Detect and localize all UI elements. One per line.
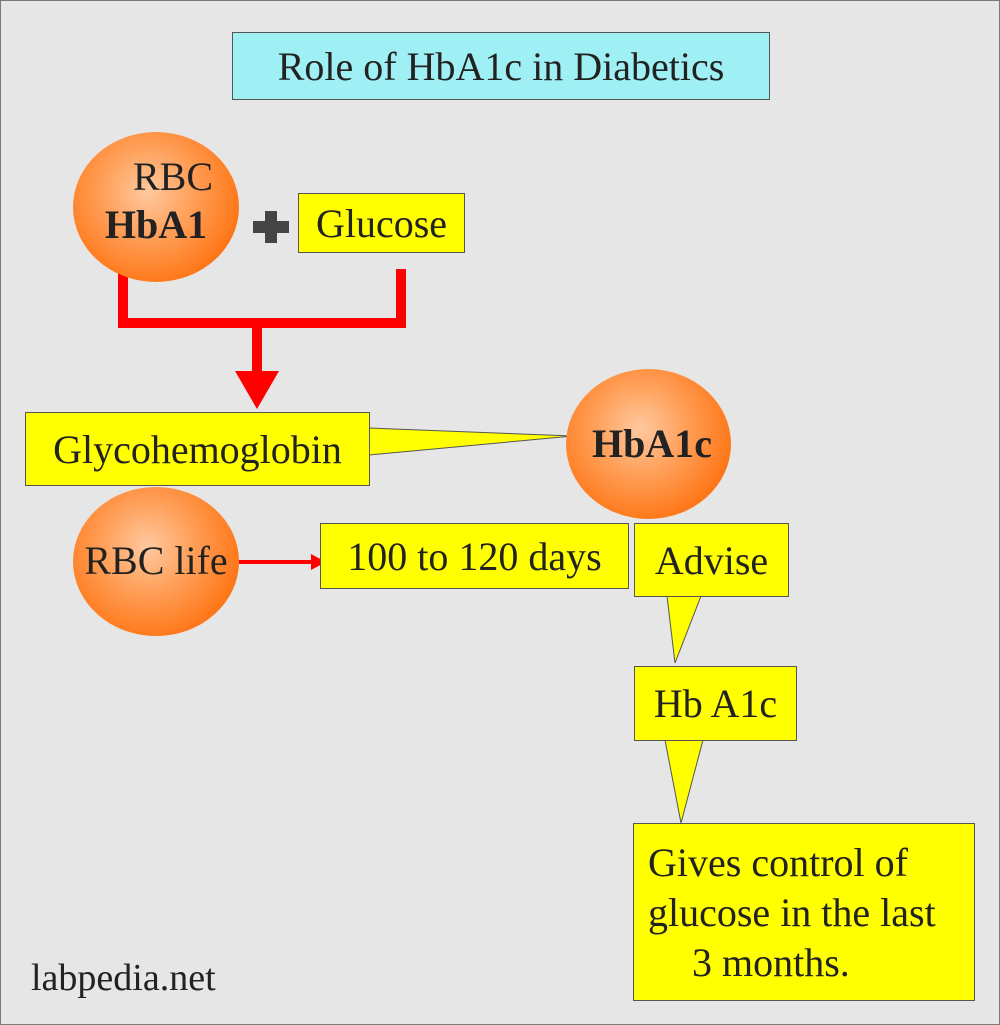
life-arrow-head [311, 554, 326, 570]
life-span-box: 100 to 120 days [320, 523, 629, 589]
glucose-label: Glucose [315, 200, 448, 246]
hb-a1c-box: Hb A1c [634, 666, 797, 741]
hb-a1c-label: Hb A1c [653, 681, 778, 726]
hba1c-circle [566, 369, 731, 519]
hba1c-callout-pointer [664, 739, 704, 824]
advise-label: Advise [654, 537, 769, 583]
hba1-label: HbA1 [104, 202, 208, 247]
advise-box: Advise [634, 523, 789, 597]
glucose-box: Glucose [298, 193, 465, 253]
title-box: Role of HbA1c in Diabetics [232, 32, 770, 100]
result-line-2: glucose in the last [648, 890, 936, 935]
rbc-life-label: RBC life [84, 538, 228, 583]
hba1c-circle-label: HbA1c [592, 421, 712, 466]
merge-arrow-head [235, 371, 279, 409]
advise-callout-pointer [666, 595, 702, 664]
result-line-1: Gives control of [648, 840, 908, 885]
glycohemoglobin-label: Glycohemoglobin [53, 426, 342, 472]
rbc-hba1-circle [73, 132, 239, 282]
rbc-life-circle [73, 487, 239, 636]
watermark: labpedia.net [31, 957, 216, 999]
plus-icon [253, 211, 289, 243]
glycohemoglobin-callout-pointer [368, 427, 574, 456]
rbc-label: RBC [132, 154, 214, 199]
result-box: Gives control of glucose in the last 3 m… [633, 823, 975, 1001]
life-span-label: 100 to 120 days [347, 533, 602, 579]
result-line-3: 3 months. [692, 940, 850, 985]
glycohemoglobin-box: Glycohemoglobin [25, 412, 370, 486]
diagram-title: Role of HbA1c in Diabetics [277, 43, 725, 89]
